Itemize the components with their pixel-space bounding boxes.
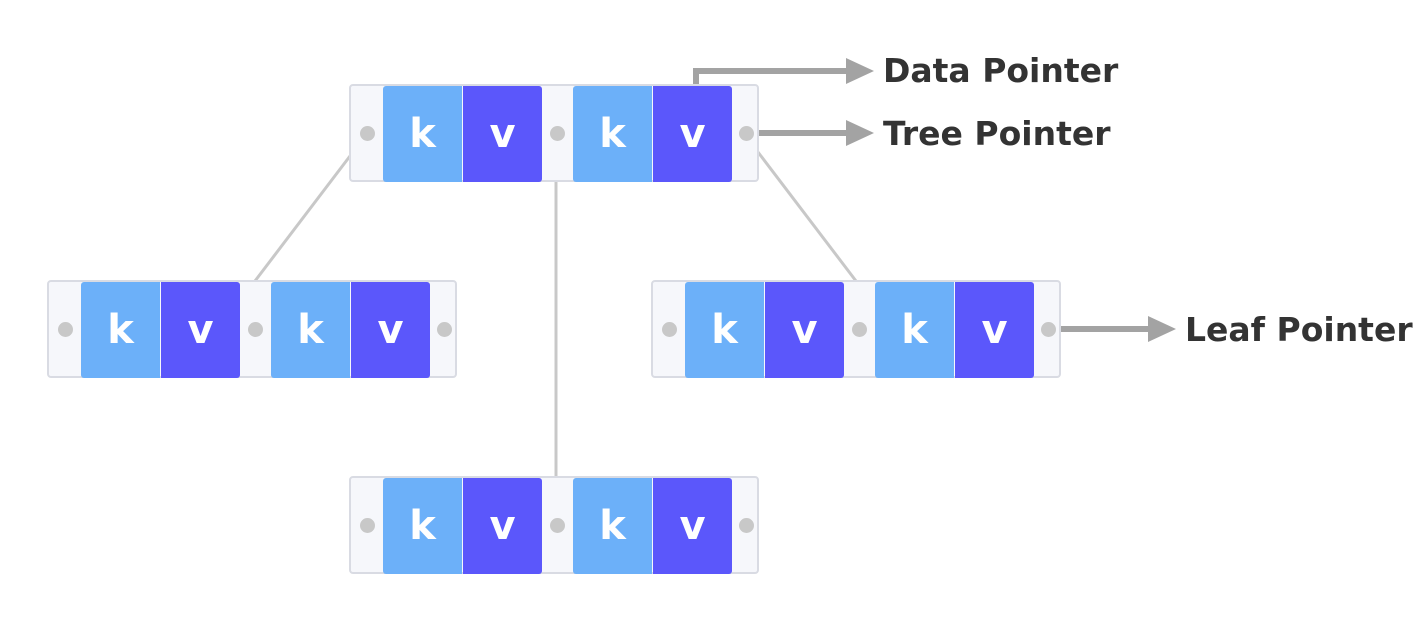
- tree-pointer-dot: [739, 518, 754, 533]
- key-cell: k: [81, 282, 160, 378]
- middle-child-node: k v k v: [349, 476, 759, 574]
- value-cell: v: [955, 282, 1034, 378]
- tree-pointer-dot: [437, 322, 452, 337]
- tree-pointer-arrowhead: [846, 120, 874, 146]
- key-cell: k: [383, 478, 462, 574]
- edge-root-to-left-child: [253, 134, 368, 282]
- left-child-node: k v k v: [47, 280, 457, 378]
- root-node: k v k v: [349, 84, 759, 182]
- edge-root-to-right-child: [743, 134, 858, 282]
- tree-pointer-dot: [550, 126, 565, 141]
- value-cell: v: [653, 478, 732, 574]
- tree-pointer-dot: [360, 518, 375, 533]
- key-cell: k: [573, 478, 652, 574]
- value-cell: v: [765, 282, 844, 378]
- data-pointer-arrowhead: [846, 58, 874, 84]
- value-cell: v: [463, 478, 542, 574]
- value-cell: v: [653, 86, 732, 182]
- leaf-pointer-dot: [1041, 322, 1056, 337]
- tree-pointer-dot: [550, 518, 565, 533]
- tree-pointer-label: Tree Pointer: [883, 114, 1111, 153]
- leaf-pointer-label: Leaf Pointer: [1185, 310, 1413, 349]
- key-cell: k: [875, 282, 954, 378]
- tree-pointer-dot: [739, 126, 754, 141]
- value-cell: v: [463, 86, 542, 182]
- key-cell: k: [383, 86, 462, 182]
- tree-pointer-dot: [360, 126, 375, 141]
- data-pointer-label: Data Pointer: [883, 51, 1119, 90]
- tree-pointer-dot: [248, 322, 263, 337]
- leaf-pointer-arrowhead: [1148, 316, 1176, 342]
- key-cell: k: [271, 282, 350, 378]
- data-pointer-arrow: [693, 68, 846, 86]
- value-cell: v: [161, 282, 240, 378]
- key-cell: k: [573, 86, 652, 182]
- tree-pointer-dot: [852, 322, 867, 337]
- value-cell: v: [351, 282, 430, 378]
- right-child-node: k v k v: [651, 280, 1061, 378]
- tree-pointer-dot: [662, 322, 677, 337]
- tree-pointer-dot: [58, 322, 73, 337]
- key-cell: k: [685, 282, 764, 378]
